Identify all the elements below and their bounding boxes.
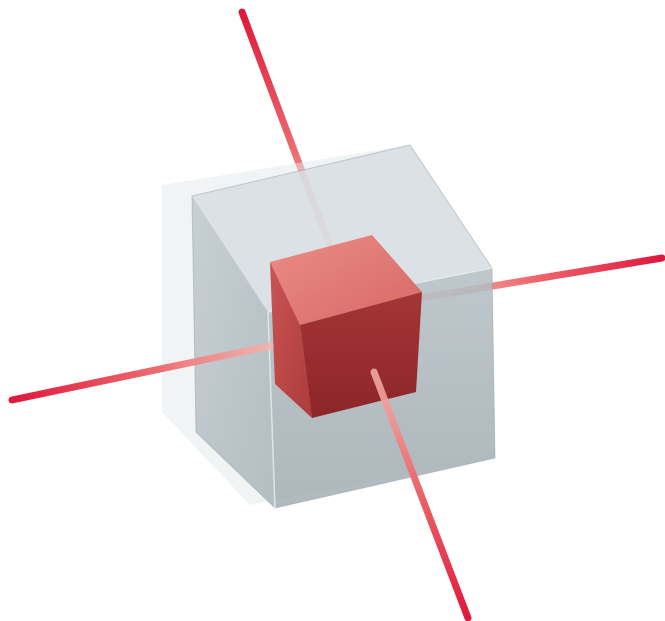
diagram-canvas [0,0,665,621]
cube-axes-illustration [0,0,665,621]
